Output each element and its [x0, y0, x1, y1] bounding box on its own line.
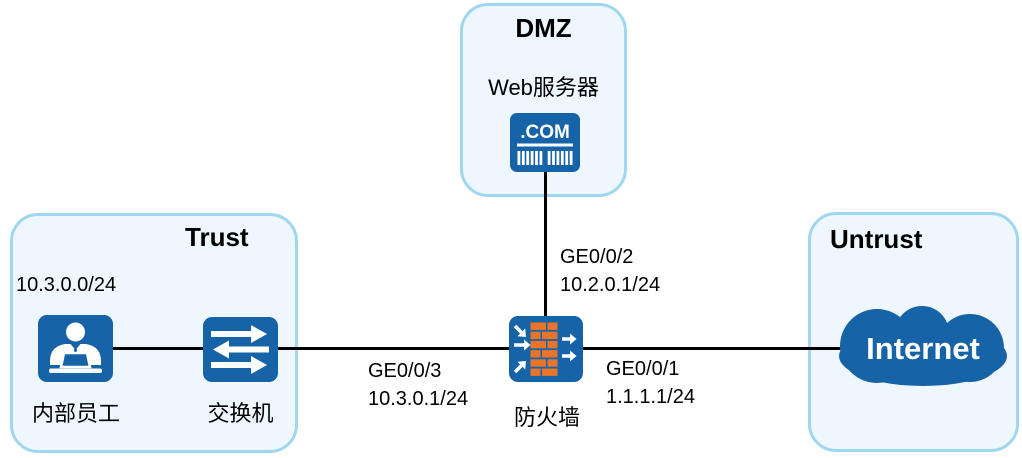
interface-name: GE0/0/1 — [606, 358, 680, 380]
trust-subnet-label: 10.3.0.0/24 — [16, 274, 117, 296]
web-server-label: Web服务器 — [488, 75, 599, 100]
zone-trust-title: Trust — [185, 222, 249, 252]
link-webserver-firewall — [544, 169, 547, 321]
dotcom-icon-text: .COM — [520, 122, 570, 143]
interface-ip: 10.2.0.1/24 — [560, 274, 661, 296]
switch-icon — [203, 317, 278, 382]
switch-label: 交换机 — [207, 401, 274, 426]
zone-dmz-title: DMZ — [515, 13, 572, 43]
traffic-arrows — [513, 324, 577, 374]
interface-ge0-0-1: GE0/0/1 1.1.1.1/24 — [606, 355, 695, 411]
firewall-label: 防火墙 — [513, 405, 580, 430]
link-trust-firewall-internet — [100, 347, 880, 350]
interface-ge0-0-3: GE0/0/3 10.3.0.1/24 — [368, 357, 468, 413]
interface-name: GE0/0/2 — [560, 246, 634, 268]
interface-name: GE0/0/3 — [368, 360, 442, 382]
internet-cloud-icon: Internet — [832, 306, 1014, 390]
dotcom-server-icon: .COM — [510, 113, 580, 172]
internet-label: Internet — [866, 331, 980, 366]
barcode-bars — [517, 151, 573, 165]
brick-wall — [530, 322, 558, 376]
user-laptop-icon — [38, 315, 113, 382]
interface-ip: 10.3.0.1/24 — [368, 388, 469, 410]
zone-untrust-title: Untrust — [830, 224, 923, 254]
interface-ip: 1.1.1.1/24 — [606, 386, 695, 408]
employee-label: 内部员工 — [31, 401, 120, 426]
interface-ge0-0-2: GE0/0/2 10.2.0.1/24 — [560, 243, 660, 299]
firewall-icon — [509, 316, 583, 382]
